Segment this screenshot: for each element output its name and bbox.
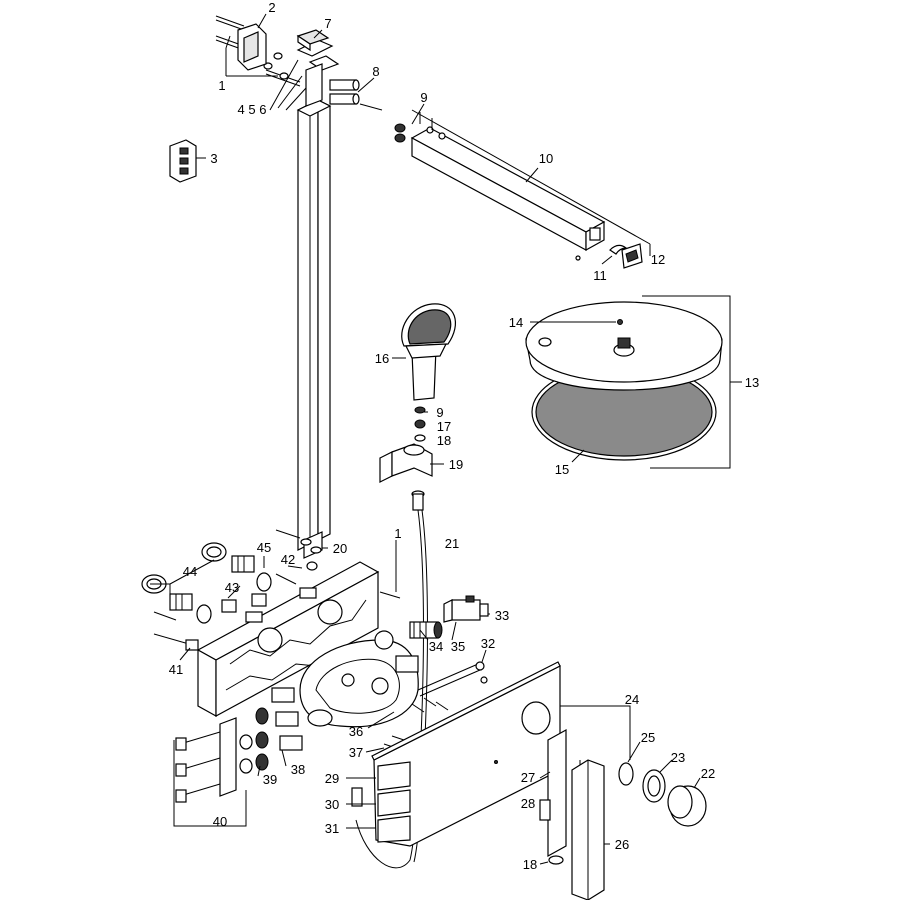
label-19: 19 [449,457,463,472]
label-42: 42 [281,552,295,567]
lever-32 [417,661,488,697]
cartridge-33 [443,595,489,623]
nipples-45 [169,555,255,611]
hand-shower-16 [401,303,457,401]
label-18-mid: 18 [437,433,451,448]
holder-19 [379,443,433,483]
label-15: 15 [555,462,569,477]
label-45: 45 [257,540,271,555]
label-1-mid: 1 [394,526,401,541]
label-21: 21 [445,536,459,551]
label-39: 39 [263,772,277,787]
label-3: 3 [210,151,217,166]
label-34: 34 [429,639,443,654]
wall-bracket-2 [237,23,267,71]
label-33: 33 [495,608,509,623]
label-7: 7 [324,16,331,31]
label-18-bottom: 18 [523,857,537,872]
label-8: 8 [372,64,379,79]
label-28: 28 [521,796,535,811]
label-38: 38 [291,762,305,777]
label-27: 27 [521,770,535,785]
label-9-top: 9 [420,90,427,105]
label-36: 36 [349,724,363,739]
label-30: 30 [325,797,339,812]
label-43: 43 [225,580,239,595]
label-32: 32 [481,636,495,651]
mounting-frame [196,561,380,718]
cartridge-34 [409,621,443,639]
clip-11 [609,244,628,255]
plate-3 [169,139,197,183]
connector-8 [329,79,383,111]
label-9-mid: 9 [436,405,443,420]
mounting-bracket-27-28 [539,728,581,865]
cover-plate-24 [371,661,561,847]
fittings-43 [221,593,267,613]
label-11: 11 [593,268,607,283]
block-40 [175,717,237,803]
label-22: 22 [701,766,715,781]
shower-arm-10 [410,126,606,261]
leader-lines [150,13,742,865]
label-25: 25 [641,730,655,745]
label-40: 40 [213,814,227,829]
label-26: 26 [615,837,629,852]
label-20: 20 [333,541,347,556]
label-41: 41 [169,662,183,677]
label-13: 13 [745,375,759,390]
label-29: 29 [325,771,339,786]
label-24: 24 [625,692,639,707]
screws-9-top [394,112,433,143]
knob-assembly-22-23-25 [618,762,707,827]
label-35: 35 [451,639,465,654]
label-44: 44 [183,564,197,579]
callout-labels: 1 2 3 4 5 6 7 8 9 10 11 12 13 14 15 16 9… [169,0,759,872]
label-31: 31 [325,821,339,836]
cap-7 [296,29,330,52]
overhead-shower [525,301,723,461]
label-4-5-6: 4 5 6 [238,102,267,117]
orings-45 [196,572,272,624]
label-10: 10 [539,151,553,166]
small-parts-9-17-18 [414,406,426,442]
label-2: 2 [268,0,275,15]
label-17: 17 [437,419,451,434]
end-cap-12 [621,243,643,269]
riser-pipe [296,99,332,559]
top-bracket [296,39,340,107]
rings-44 [141,542,227,594]
fittings-38 [271,687,303,751]
plug-41 [185,639,199,651]
side-trim-26 [571,759,605,900]
label-23: 23 [671,750,685,765]
label-12: 12 [651,252,665,267]
fittings-39 [239,707,269,774]
label-37: 37 [349,745,363,760]
label-16: 16 [375,351,389,366]
valve-body [299,630,419,728]
connectors-20 [300,538,322,571]
label-1-top: 1 [218,78,225,93]
label-14: 14 [509,315,523,330]
